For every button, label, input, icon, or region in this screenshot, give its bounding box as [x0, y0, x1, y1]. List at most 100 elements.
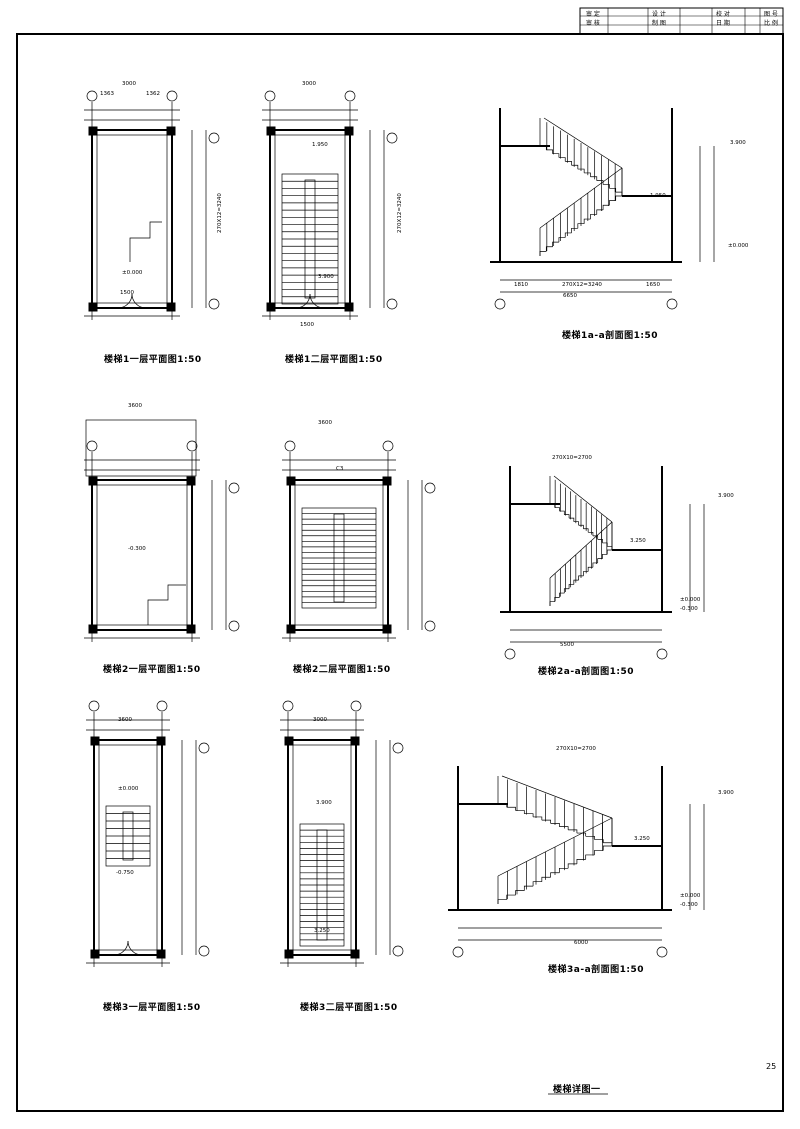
s2p1-porch: [85, 419, 197, 477]
s1s-step-upper: [558, 157, 566, 162]
s2s-step-lower: [578, 575, 584, 581]
s2s-level-low: -0.300: [680, 606, 698, 612]
s2s-rail-upper: [553, 475, 613, 523]
s1p1-dim-c: 1500: [120, 290, 134, 296]
s1p1-axis-bubble-right: [166, 90, 178, 102]
s1p2-column-tl: [266, 126, 276, 136]
s2s-step-upper: [550, 503, 556, 508]
s1s-step-lower: [571, 227, 578, 233]
s1s-step-lower: [583, 218, 591, 224]
s3p1-column-bl: [90, 949, 100, 959]
s3s-step-upper: [576, 832, 587, 837]
s3s-step-upper: [506, 806, 516, 811]
s3s-step-upper: [515, 810, 525, 814]
drawings: [84, 90, 715, 1095]
s2s-dim-run: 270X10=2700: [552, 455, 592, 461]
title-s2-section: 楼梯2a-a剖面图1:50: [538, 667, 635, 677]
tb-cell-3: 图 号: [764, 11, 778, 18]
s2s-step-lower: [563, 588, 570, 594]
s1s-step-upper: [552, 153, 560, 158]
s1s-step-lower: [564, 232, 572, 238]
s2p1-column-br: [186, 624, 196, 634]
s3s-dim-run: 270X10=2700: [556, 746, 596, 752]
s3s-axis-bubble-left: [452, 946, 464, 958]
s3p1-level-b: -0.750: [116, 870, 134, 876]
title-s3-section: 楼梯3a-a剖面图1:50: [548, 965, 645, 975]
s3p2-column-br: [350, 949, 360, 959]
s2p2-dim-width: 3600: [318, 420, 332, 426]
s2p2-axis-bubble-left: [284, 440, 296, 452]
s3s-step-upper: [568, 829, 578, 834]
s1s-step-upper: [603, 184, 610, 189]
tb-cell-1: 设 计: [652, 11, 666, 18]
sheet-title: 楼梯详图一: [553, 1085, 601, 1095]
s3s-step-upper: [533, 816, 543, 821]
s1p2-door-swing2: [309, 293, 325, 309]
s3s-axis-bubble-right: [656, 946, 668, 958]
s1s-step-lower: [590, 214, 597, 220]
s1p2-column-br: [344, 302, 354, 312]
s1p1-axis-bubble-top: [208, 132, 220, 144]
s3s-step-upper: [498, 803, 508, 808]
s1s-level-mid: 1.950: [650, 193, 666, 199]
s1p1-dim-b: 1362: [146, 91, 160, 97]
s1s-step-lower: [596, 209, 604, 215]
s2s-step-lower: [583, 571, 589, 576]
tb-cell-5: 制 图: [652, 20, 666, 27]
s3s-level-top: 3.900: [718, 790, 734, 796]
s1p1-door-swing: [117, 293, 133, 309]
s2s-step-upper: [588, 531, 594, 536]
s1p1-dim-run: 270X12=3240: [216, 193, 223, 233]
s1s-step-upper: [540, 145, 547, 150]
s2s-step-upper: [602, 542, 608, 547]
s1s-axis-bubble-right: [666, 298, 678, 310]
title-s1-plan1: 楼梯1一层平面图1:50: [104, 355, 202, 365]
s2s-step-lower: [597, 558, 603, 563]
s3p1-column-br: [156, 949, 166, 959]
s1s-dim-run: 270X12=3240: [562, 282, 602, 288]
s1s-step-lower: [539, 251, 547, 256]
s1p1-axis-bubble-bottom: [208, 298, 220, 310]
s2s-step-upper: [564, 514, 570, 519]
s2s-step-lower: [559, 592, 565, 598]
s3s-step-lower: [506, 894, 516, 900]
title-s2-plan2: 楼梯2二层平面图1:50: [293, 665, 391, 675]
s2p2-stair-well: [333, 513, 345, 603]
s3s-dim-total: 6000: [574, 940, 588, 946]
sheet-border: [16, 33, 784, 1112]
s1p2-column-tr: [344, 126, 354, 136]
s1p1-column-br: [166, 302, 176, 312]
s2p1-axis-bubble-left: [86, 440, 98, 452]
s1p2-column-bl: [266, 302, 276, 312]
title-s3-plan2: 楼梯3二层平面图1:50: [300, 1003, 398, 1013]
title-block: [579, 7, 784, 35]
s3p1-axis-bubble-right: [156, 700, 168, 712]
title-s2-plan1: 楼梯2一层平面图1:50: [103, 665, 201, 675]
s2p2-axis-bubble-bottom: [424, 620, 436, 632]
s1s-step-upper: [596, 180, 604, 185]
s2p2-walls: [289, 479, 389, 631]
s2s-step-upper: [559, 510, 565, 515]
s3p1-axis-bubble-left: [88, 700, 100, 712]
s1s-dim-right: 1650: [646, 282, 660, 288]
s1s-step-lower: [609, 200, 616, 206]
s2p2-column-br: [382, 624, 392, 634]
s2p2-column-tl: [286, 476, 296, 486]
s1p2-dim-width: 3000: [302, 81, 316, 87]
s3p2-dim-width: 3000: [313, 717, 327, 723]
s1p2-axis-bubble-top: [386, 132, 398, 144]
s3p1-inner-wall: [98, 744, 158, 951]
s1p1-dim-a: 1363: [100, 91, 114, 97]
s3p1-axis-bubble-top: [198, 742, 210, 754]
s3p1-walls: [93, 739, 163, 956]
s3p1-level-a: ±0.000: [118, 786, 139, 792]
s3p2-level-a: 3.900: [316, 800, 332, 806]
s3p2-inner-wall: [292, 744, 352, 951]
s2s-step-upper: [597, 539, 603, 543]
title-s1-plan2: 楼梯1二层平面图1:50: [285, 355, 383, 365]
s2s-step-lower: [549, 601, 555, 606]
s2s-step-upper: [554, 507, 560, 512]
title-s3-plan1: 楼梯3一层平面图1:50: [103, 1003, 201, 1013]
s3s-level-low: -0.300: [680, 902, 698, 908]
s1s-step-lower: [545, 246, 553, 252]
